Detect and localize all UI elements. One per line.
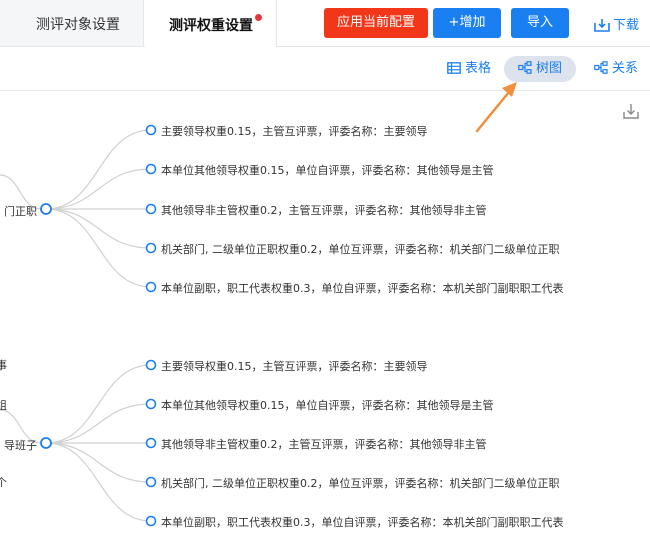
tree-child-label[interactable]: 本单位其他领导权重0.15，单位自评票，评委名称：其他领导是主管: [161, 164, 494, 177]
tree-child-label[interactable]: 本单位副职，职工代表权重0.3，单位自评票，评委名称：本机关部门副职职工代表: [161, 516, 564, 529]
download-icon: [594, 19, 610, 32]
table-icon: [447, 62, 461, 74]
tree-link: [45, 129, 152, 210]
tree-child-label[interactable]: 主要领导权重0.15，主管互评票，评委名称：主要领导: [161, 125, 428, 138]
view-table-option[interactable]: 表格: [447, 56, 491, 82]
tree-child-label[interactable]: 机关部门, 二级单位正职权重0.2，单位互评票，评委名称：机关部门二级单位正职: [161, 477, 560, 490]
tree-partial-label[interactable]: 个: [0, 476, 7, 489]
relation-icon: [594, 61, 608, 74]
download-button[interactable]: 下载: [594, 14, 639, 33]
tree-link: [45, 168, 152, 210]
tree-link: [45, 442, 152, 483]
tree-child-node-circle[interactable]: [145, 124, 157, 136]
tree-link: [45, 442, 152, 522]
view-tree-option[interactable]: 树图: [504, 56, 576, 82]
tree-link: [45, 364, 152, 444]
apply-config-button[interactable]: 应用当前配置: [324, 8, 428, 38]
tree-child-label[interactable]: 其他领导非主管权重0.2，主管互评票，评委名称：其他领导非主管: [161, 204, 487, 217]
tree-partial-label[interactable]: 事: [0, 359, 7, 372]
tree-child-node-circle[interactable]: [145, 281, 157, 293]
tree-parent-node-circle[interactable]: [40, 437, 52, 449]
view-relation-option[interactable]: 关系: [594, 56, 638, 82]
tree-link: [45, 208, 152, 288]
tree-child-node-circle[interactable]: [145, 437, 157, 449]
export-image-button[interactable]: [623, 103, 639, 123]
tree-child-node-circle[interactable]: [145, 515, 157, 527]
tab-weight-settings-label: 测评权重设置: [169, 18, 253, 34]
tree-child-label[interactable]: 主要领导权重0.15，主管互评票，评委名称：主要领导: [161, 360, 428, 373]
tree-child-label[interactable]: 本单位副职，职工代表权重0.3，单位自评票，评委名称：本机关部门副职职工代表: [161, 282, 564, 295]
tab-object-settings-label: 测评对象设置: [36, 17, 120, 33]
tree-parent-label[interactable]: 导班子: [4, 439, 37, 452]
tree-link: [45, 208, 152, 249]
view-tree-label: 树图: [535, 61, 562, 76]
tree-child-label[interactable]: 其他领导非主管权重0.2，主管互评票，评委名称：其他领导非主管: [161, 438, 487, 451]
view-switch-bar: 表格 树图 关系: [0, 47, 650, 91]
view-relation-label: 关系: [612, 61, 639, 76]
tab-object-settings[interactable]: 测评对象设置: [0, 0, 144, 46]
tree-child-node-circle[interactable]: [145, 163, 157, 175]
tree-link: [45, 403, 152, 444]
tree-link: [0, 174, 42, 210]
tree-child-label[interactable]: 本单位其他领导权重0.15，单位自评票，评委名称：其他领导是主管: [161, 399, 494, 412]
tree-link: [0, 409, 42, 444]
view-table-label: 表格: [465, 61, 492, 76]
tree-child-node-circle[interactable]: [145, 242, 157, 254]
export-icon: [623, 104, 639, 119]
tree-parent-node-circle[interactable]: [40, 203, 52, 215]
download-label: 下载: [613, 18, 640, 33]
tree-icon: [518, 61, 532, 74]
tree-child-node-circle[interactable]: [145, 359, 157, 371]
import-button[interactable]: 导入: [511, 8, 569, 38]
tree-child-node-circle[interactable]: [145, 476, 157, 488]
tree-parent-label[interactable]: 门正职: [4, 205, 37, 218]
tree-child-label[interactable]: 机关部门, 二级单位正职权重0.2，单位互评票，评委名称：机关部门二级单位正职: [161, 243, 560, 256]
tab-weight-settings[interactable]: 测评权重设置: [145, 0, 277, 47]
add-button[interactable]: +增加: [433, 8, 501, 38]
tree-child-node-circle[interactable]: [145, 398, 157, 410]
top-bar: 测评对象设置 测评权重设置 应用当前配置 +增加 导入 下载: [0, 0, 650, 47]
tree-child-node-circle[interactable]: [145, 203, 157, 215]
unsaved-dot-badge: [255, 14, 262, 21]
tree-partial-label[interactable]: 组: [0, 399, 7, 412]
